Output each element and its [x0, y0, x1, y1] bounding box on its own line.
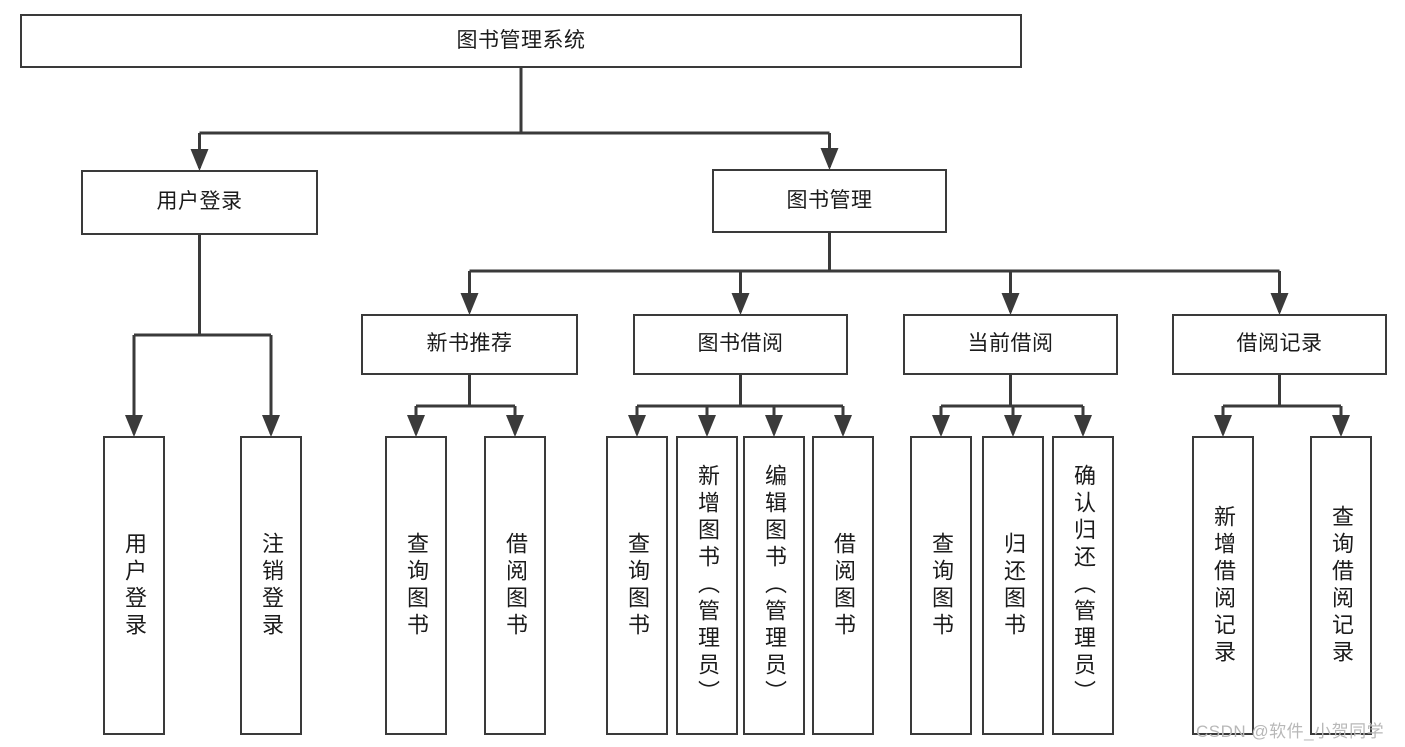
node-label: 查询图书 — [625, 531, 650, 640]
arrow-head — [820, 148, 839, 170]
node-login: 用户登录 — [81, 170, 318, 235]
node-label: 用户登录 — [122, 531, 147, 640]
node-label: 编辑图书（管理员） — [762, 464, 787, 707]
node-label: 确认归还（管理员） — [1071, 464, 1096, 707]
node-label: 用户登录 — [156, 190, 243, 214]
node-l8: 借阅图书 — [812, 436, 874, 735]
node-label: 查询图书 — [929, 531, 954, 640]
node-label: 新书推荐 — [426, 332, 513, 356]
arrow-head — [1270, 293, 1289, 315]
node-label: 归还图书 — [1001, 531, 1026, 640]
arrow-head — [731, 293, 750, 315]
node-l12: 新增借阅记录 — [1192, 436, 1254, 735]
arrow-head — [125, 415, 143, 437]
node-l6: 新增图书（管理员） — [676, 436, 738, 735]
arrow-head — [1214, 415, 1232, 437]
arrow-head — [1004, 415, 1022, 437]
node-l11: 确认归还（管理员） — [1052, 436, 1114, 735]
arrow-head — [460, 293, 479, 315]
node-label: 借阅记录 — [1236, 332, 1323, 356]
arrow-head — [1001, 293, 1020, 315]
node-label: 图书管理 — [786, 188, 873, 212]
node-l5: 查询图书 — [606, 436, 668, 735]
arrow-head — [190, 149, 209, 171]
node-label: 注销登录 — [259, 531, 284, 640]
arrow-head — [628, 415, 646, 437]
node-l7: 编辑图书（管理员） — [743, 436, 805, 735]
node-label: 借阅图书 — [503, 531, 528, 640]
arrow-head — [834, 415, 852, 437]
node-l10: 归还图书 — [982, 436, 1044, 735]
node-label: 借阅图书 — [831, 531, 856, 640]
node-l13: 查询借阅记录 — [1310, 436, 1372, 735]
node-label: 查询借阅记录 — [1329, 504, 1354, 667]
arrow-head — [1074, 415, 1092, 437]
arrow-head — [765, 415, 783, 437]
node-current: 当前借阅 — [903, 314, 1118, 375]
node-label: 图书管理系统 — [456, 28, 586, 52]
node-l2: 注销登录 — [240, 436, 302, 735]
node-newbook: 新书推荐 — [361, 314, 578, 375]
node-records: 借阅记录 — [1172, 314, 1387, 375]
node-borrow: 图书借阅 — [633, 314, 848, 375]
node-label: 当前借阅 — [967, 332, 1054, 356]
node-l1: 用户登录 — [103, 436, 165, 735]
watermark: CSDN @软件_小贺同学 — [1196, 722, 1385, 741]
arrow-head — [506, 415, 524, 437]
arrow-head — [698, 415, 716, 437]
node-root: 图书管理系统 — [20, 14, 1022, 68]
node-label: 新增借阅记录 — [1211, 504, 1236, 667]
node-bookmgmt: 图书管理 — [712, 169, 947, 233]
node-label: 图书借阅 — [697, 332, 784, 356]
node-l9: 查询图书 — [910, 436, 972, 735]
arrow-head — [262, 415, 280, 437]
arrow-head — [1332, 415, 1350, 437]
node-label: 查询图书 — [404, 531, 429, 640]
arrow-head — [407, 415, 425, 437]
arrow-head — [932, 415, 950, 437]
node-l4: 借阅图书 — [484, 436, 546, 735]
node-label: 新增图书（管理员） — [695, 464, 720, 707]
node-l3: 查询图书 — [385, 436, 447, 735]
